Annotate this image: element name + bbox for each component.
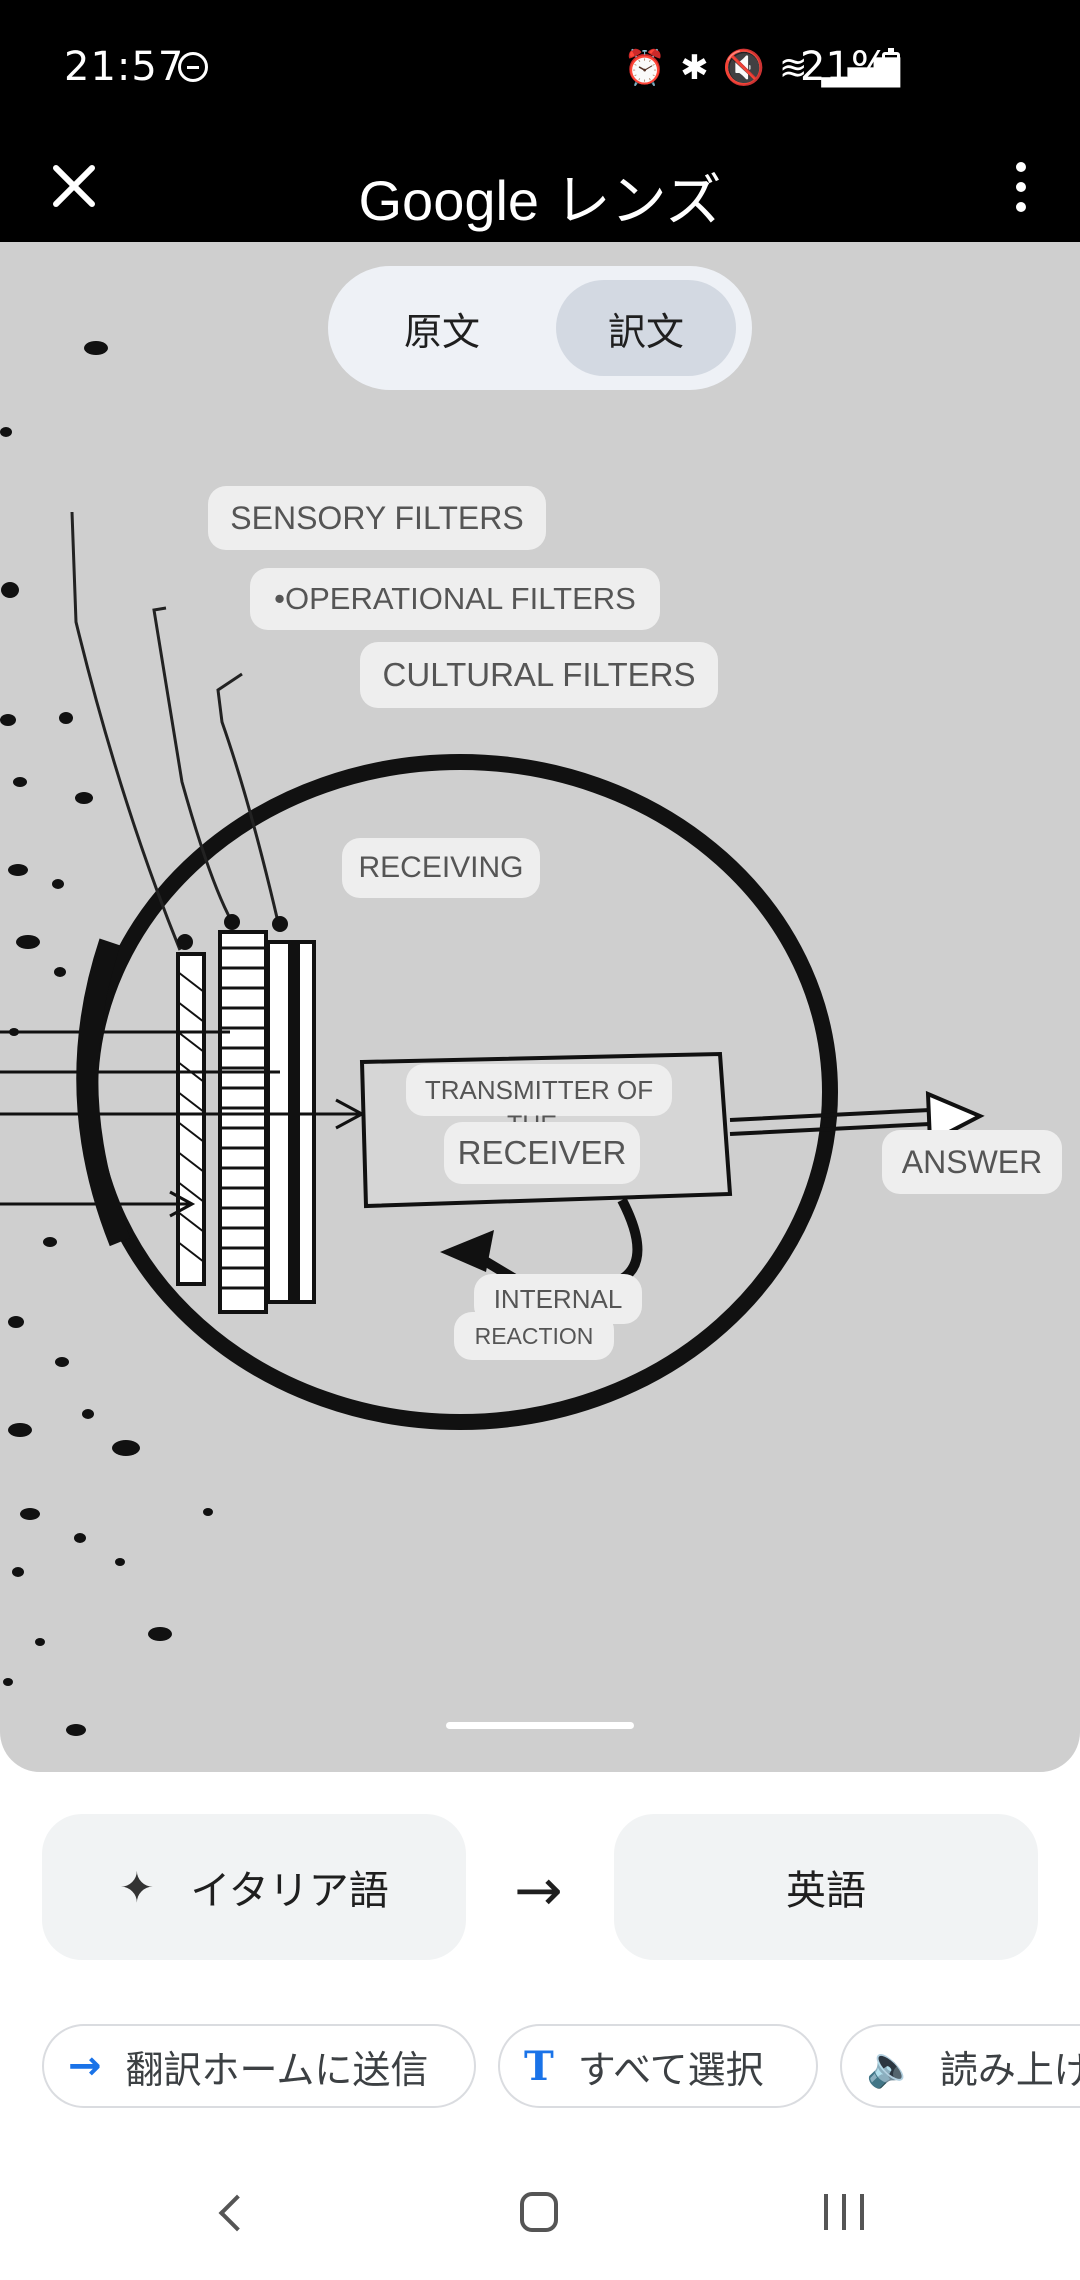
bluetooth-icon: ✱ [680,48,709,88]
label-answer[interactable]: ANSWER [882,1130,1062,1194]
battery-icon [882,48,900,86]
target-language-button[interactable]: 英語 [614,1814,1038,1960]
status-bar: 21:57 ⏰ ✱ 🔇 ≋ ▂▄▆ 21% [0,0,1080,138]
more-vert-icon [1016,162,1026,172]
tab-translated[interactable]: 訳文 [556,280,736,376]
page-title: Google レンズ [358,169,722,232]
home-icon[interactable] [520,2192,558,2232]
status-time: 21:57 [64,44,185,90]
arrow-forward-icon: → [68,2043,102,2089]
status-icons: ⏰ ✱ 🔇 ≋ ▂▄▆ [624,48,900,88]
label-transmitter-of[interactable]: TRANSMITTER OF [406,1064,672,1116]
sheet-drag-handle[interactable] [446,1722,634,1729]
back-icon[interactable] [218,2194,256,2232]
select-all-chip[interactable]: T すべて選択 [498,2024,818,2108]
system-nav-bar [0,2160,1080,2280]
text-select-icon: T [524,2042,554,2090]
more-options-button[interactable] [1016,162,1028,218]
label-cultural-filters[interactable]: CULTURAL FILTERS [360,642,718,708]
read-aloud-label: 読み上げ [939,2047,1080,2092]
source-language-label: イタリア語 [190,1868,389,1914]
select-all-label: すべて選択 [577,2047,764,2092]
mute-icon: 🔇 [722,48,766,88]
diagram-image [0,341,985,1736]
label-reaction[interactable]: REACTION [454,1312,614,1360]
app-bar: Google レンズ [0,138,1080,242]
send-to-translate-chip[interactable]: → 翻訳ホームに送信 [42,2024,476,2108]
send-to-translate-label: 翻訳ホームに送信 [125,2047,429,2092]
speaker-icon: 🔈 [866,2043,916,2090]
arrow-right-icon: → [514,1856,563,1924]
tab-original[interactable]: 原文 [403,309,480,354]
lens-image-view[interactable]: 原文 訳文 SENSORY FILTERS •OPERATIONAL FILTE… [0,242,1080,1772]
close-icon [53,165,95,207]
label-receiving[interactable]: RECEIVING [342,838,540,898]
read-aloud-chip[interactable]: 🔈 読み上げ [840,2024,1080,2108]
view-toggle: 原文 訳文 [328,266,752,390]
source-language-button[interactable]: ✦ イタリア語 [42,1814,466,1960]
alarm-icon: ⏰ [623,48,667,88]
label-receiver[interactable]: RECEIVER [444,1122,640,1184]
auto-detect-sparkle-icon: ✦ [119,1862,155,1912]
recent-apps-icon[interactable] [824,2194,864,2230]
battery-percent: 21% [800,44,889,90]
label-operational-filters[interactable]: •OPERATIONAL FILTERS [250,568,660,630]
do-not-disturb-icon [178,52,208,82]
label-sensory-filters[interactable]: SENSORY FILTERS [208,486,546,550]
close-button[interactable] [48,160,100,212]
wifi-icon: ≋ [779,48,808,88]
target-language-label: 英語 [786,1868,866,1914]
